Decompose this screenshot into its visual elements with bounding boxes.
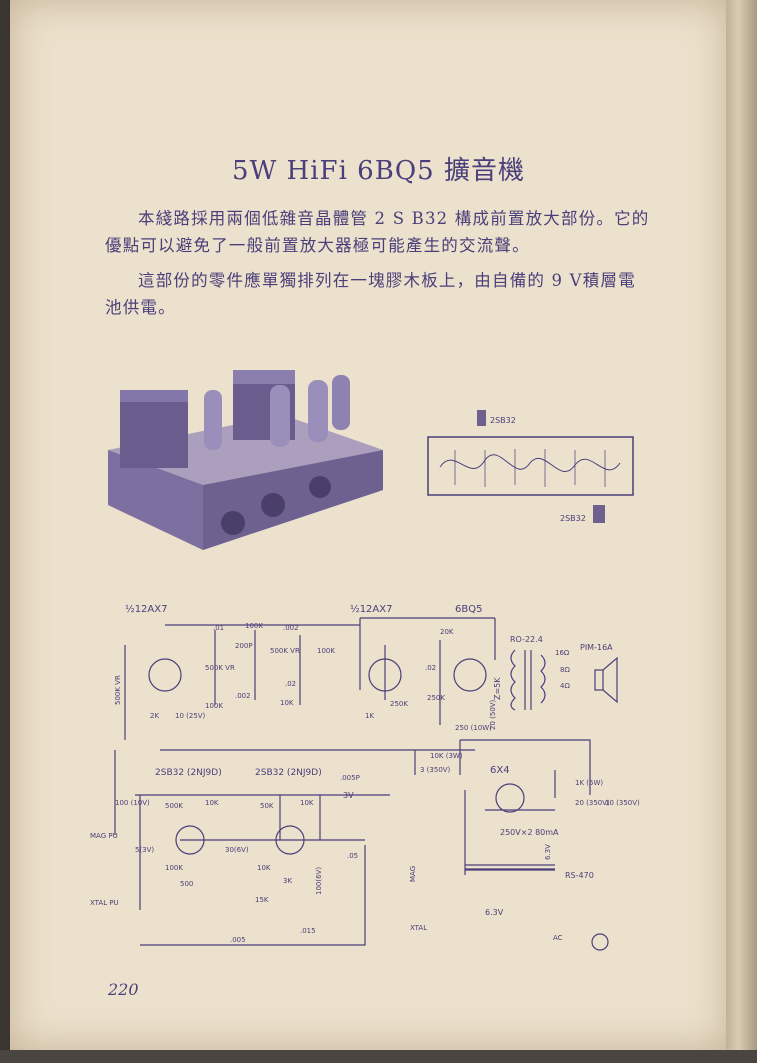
label-c-100-6v: 100(6V) [315,867,323,895]
label-r-2k: 2K [150,712,159,720]
label-speaker: PIM-16A [580,643,613,652]
label-r-500: 500 [180,880,193,888]
label-hv-winding: 250V×2 80mA [500,828,559,837]
label-transistor-1: 2SB32 (2NJ9D) [155,768,222,778]
label-c-005: .005 [230,936,246,944]
label-c-02-a: .02 [285,680,296,688]
label-r-100k-a: 100K [245,622,263,630]
label-r-15k: 15K [255,896,269,904]
label-r-10k-a: 10K [280,699,294,707]
label-ac: AC [553,934,563,942]
label-r-500k-vr: 500K VR [114,675,122,705]
label-r-250k-a: 250K [390,700,408,708]
label-r-10k-b: 10K [205,799,219,807]
label-c-5-3v: 5(3V) [135,846,154,854]
amplifier-photo [108,370,383,550]
label-c-100-10v: 100 (10V) [115,799,150,807]
label-tap-4: 4Ω [560,682,570,690]
label-c-200p: 200P [235,642,253,650]
paragraph-1: 本綫路採用兩個低雜音晶體管 2 S B32 構成前置放大部份。它的優點可以避免了… [105,209,650,255]
layout-label-bottom: 2SB32 [560,514,586,523]
label-heater-1: 6.3V [544,844,552,860]
label-output-transformer: RO-22.4 [510,635,543,644]
label-c-3-350v: 3 (350V) [420,766,451,774]
label-c-20-50v: 20 (50V) [489,699,497,730]
label-c-30-6v: 30(6V) [225,846,249,854]
label-r-500k-vr3: 500K VR [270,647,300,655]
layout-label-top: 2SB32 [490,416,516,425]
label-tap-8: 8Ω [560,666,570,674]
label-transistor-2: 2SB32 (2NJ9D) [255,768,322,778]
label-r-20k: 20K [440,628,454,636]
label-r-250k-b: 250K [427,694,445,702]
label-r-100k-b: 100K [205,702,223,710]
label-c-20-350v: 20 (350V) [575,799,610,807]
label-xtal-pu: XTAL PU [90,899,119,907]
label-r-100k-d: 100K [165,864,183,872]
label-c-015: .015 [300,927,316,935]
label-r-50k: 50K [260,802,274,810]
label-c-10-350v: 10 (350V) [605,799,640,807]
page-number: 220 [108,980,139,999]
paragraph-2: 這部份的零件應單獨排列在一塊膠木板上，由自備的 9 V積層電池供電。 [105,271,636,317]
label-output-tube: 6BQ5 [455,604,482,615]
label-impedance: Z=5K [493,677,502,700]
label-tap-16: 16Ω [555,649,570,657]
label-r-10k-c: 10K [300,799,314,807]
label-c-002-a: .002 [283,624,299,632]
label-power-transformer: RS-470 [565,871,594,880]
label-c-01: .01 [213,624,224,632]
label-r-1k-5w: 1K (5W) [575,779,603,787]
label-mag-pu: MAG PU [90,832,118,840]
label-r-500k-vr2: 500K VR [205,664,235,672]
label-r-3k: 3K [283,877,292,885]
label-c-05: .05 [347,852,358,860]
label-r-100k-c: 100K [317,647,335,655]
label-r-250-10w: 250 (10W) [455,724,492,732]
book-spine [726,0,757,1063]
label-r-500k-b: 500K [165,802,183,810]
article-title: 5W HiFi 6BQ5 擴音機 [232,156,525,186]
label-r-10k-d: 10K [257,864,271,872]
label-rectifier: 6X4 [490,765,510,776]
label-r-1k: 1K [365,712,374,720]
label-c-10-25v: 10 (25V) [175,712,206,720]
label-battery: 3V [343,791,354,800]
book-page [10,0,728,1050]
label-switch-mag: MAG [409,866,417,882]
circuit-schematic: ½12AX7 ½12AX7 6BQ5 6X4 2SB32 (2NJ9D) 2SB… [90,603,640,951]
label-tube-1: ½12AX7 [125,603,167,615]
page-bottom-edge [0,1050,757,1063]
label-tube-2: ½12AX7 [350,603,392,615]
label-c-002-b: .002 [235,692,251,700]
label-r-10k-3w: 10K (3W) [430,752,463,760]
label-c-02-b: .02 [425,664,436,672]
label-switch-xtal: XTAL [410,924,427,932]
label-c-005p: .005P [340,774,360,782]
component-layout-diagram: 2SB32 2SB32 [427,410,634,523]
label-heater-2: 6.3V [485,908,504,917]
